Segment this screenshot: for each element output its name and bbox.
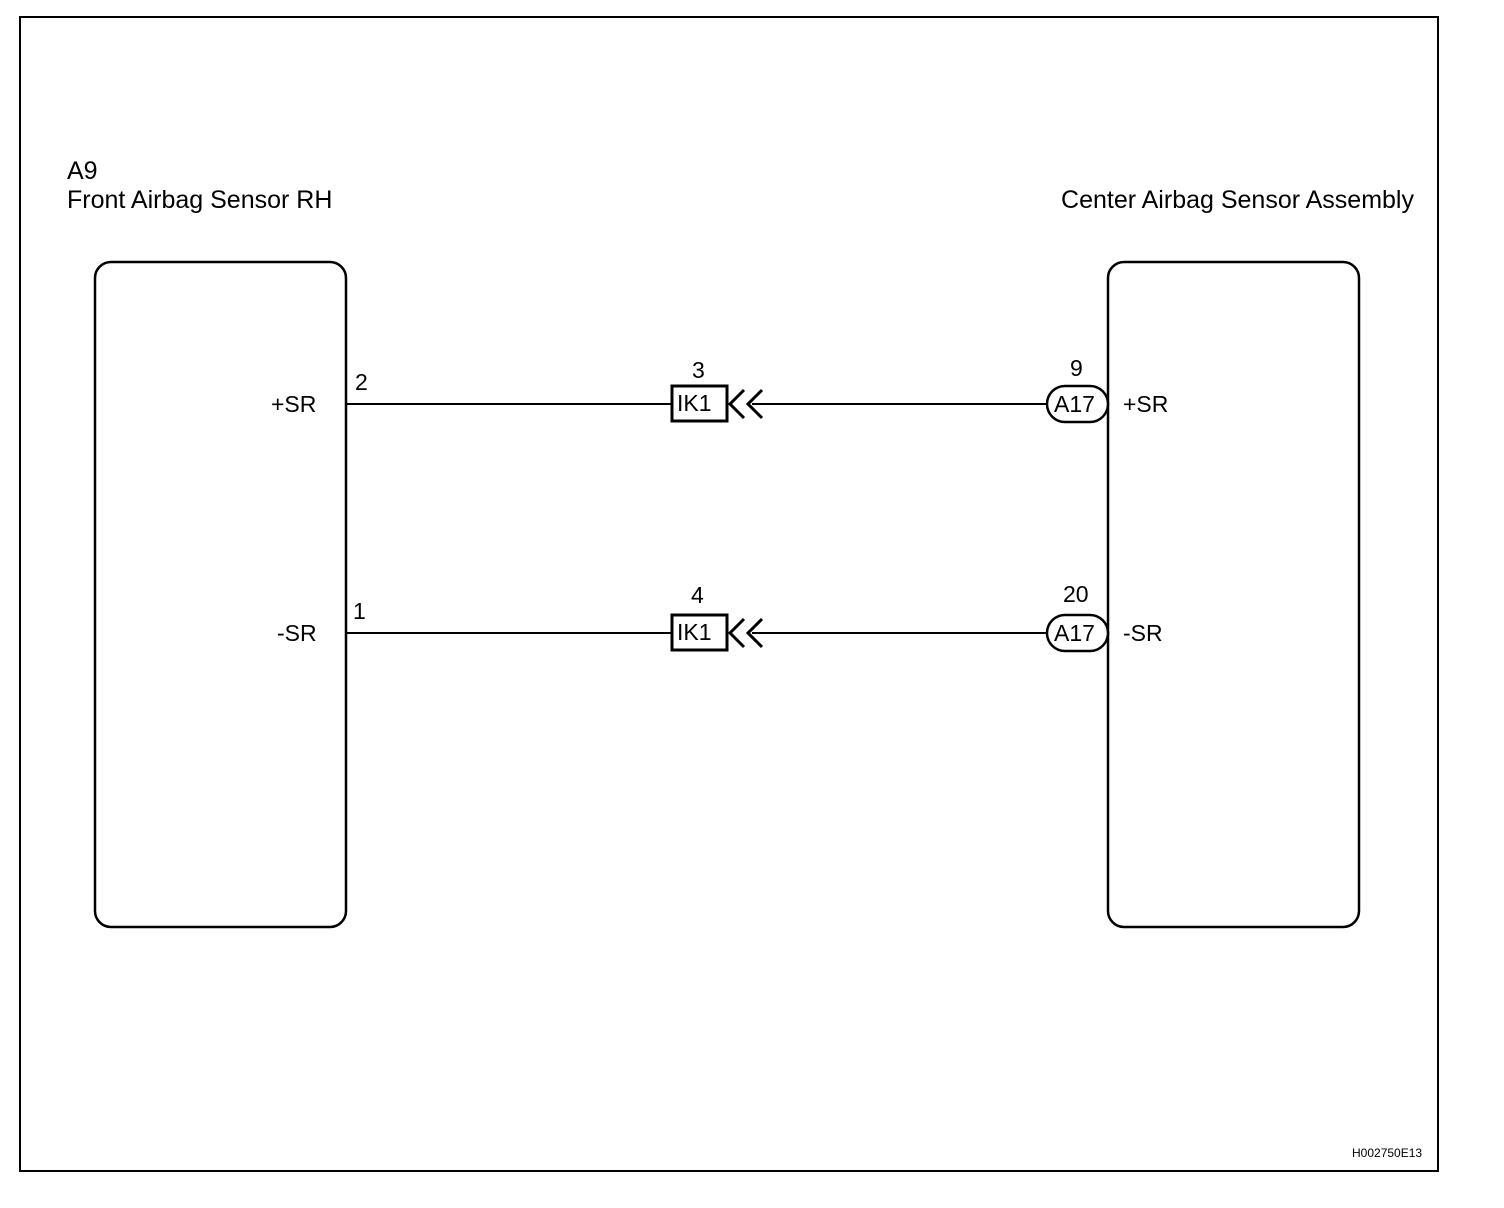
right-connector-label-top: A17 [1054,391,1095,417]
connector-arrow-bottom-2 [745,617,764,649]
left-terminal-label-minus: -SR [277,620,317,646]
right-connector-label-bottom: A17 [1054,620,1095,646]
junction-pin-3: 3 [692,357,705,383]
left-terminal-pin-1: 1 [353,598,366,624]
right-component-name: Center Airbag Sensor Assembly [1061,186,1414,214]
connector-oval-a17-bottom [1045,613,1110,653]
right-terminal-pin-20: 20 [1063,581,1089,607]
diagram-frame [19,16,1439,1172]
left-component-code: A9 [67,157,98,185]
right-terminal-pin-9: 9 [1070,355,1083,381]
connector-oval-a17-top [1045,384,1110,424]
right-terminal-label-plus: +SR [1123,391,1169,417]
junction-label-top: IK1 [677,390,712,416]
left-component-name: Front Airbag Sensor RH [67,186,333,214]
junction-pin-4: 4 [691,582,704,608]
junction-label-bottom: IK1 [677,619,712,645]
junction-box-ik1-top [670,384,729,423]
left-terminal-label-plus: +SR [271,391,317,417]
left-terminal-pin-2: 2 [355,369,368,395]
right-component-box [1106,260,1361,929]
connector-arrow-top-2 [745,388,764,420]
left-component-box [93,260,348,929]
connector-arrow-bottom-1 [727,617,746,649]
connector-arrow-top-1 [727,388,746,420]
right-terminal-label-minus: -SR [1123,620,1163,646]
figure-code: H002750E13 [1352,1146,1423,1160]
junction-box-ik1-bottom [670,613,729,652]
